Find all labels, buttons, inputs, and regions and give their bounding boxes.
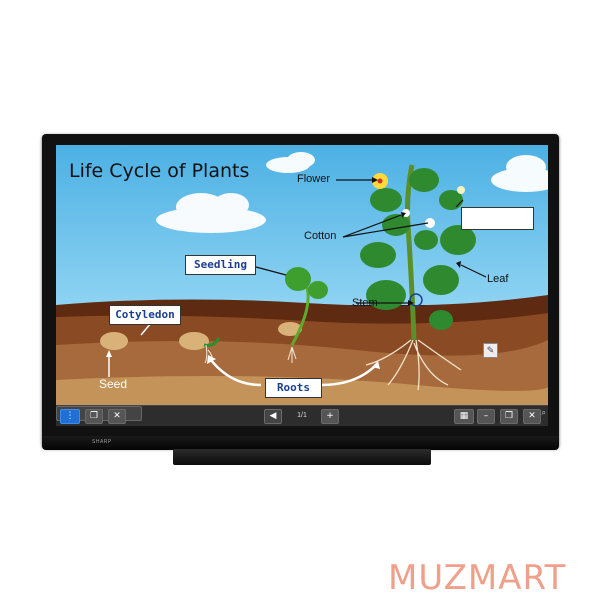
flower-label: Flower [297, 173, 331, 185]
cotton-boll [457, 186, 465, 194]
whiteboard-toolbar: ⋮ ❐ ✕ ⌕ ◀ 1/1 + ▦ – ❐ ✕ [56, 405, 548, 426]
restore-button[interactable]: ❐ [500, 409, 518, 424]
brand-logo: SHARP [92, 439, 112, 445]
label-arrows [255, 179, 487, 304]
roots-arrows [210, 359, 377, 387]
pen-tool-icon[interactable]: ✎ [483, 343, 498, 358]
tools-icon[interactable]: ✕ [108, 409, 126, 424]
menu-icon[interactable]: ⋮ [60, 409, 80, 424]
cotton-label: Cotton [304, 230, 337, 242]
seed-sprouting [179, 332, 209, 350]
seedling-cotyledon [278, 322, 302, 336]
slide-title: Life Cycle of Plants [69, 160, 250, 182]
plant-leaves [360, 168, 476, 330]
seed-arrow-head [106, 350, 112, 357]
seedling-stem [290, 284, 310, 346]
roots-callout[interactable]: Roots [265, 378, 322, 398]
display-mode-icon[interactable]: ▦ [454, 409, 474, 424]
arrow-head [207, 355, 216, 364]
answer-textbox[interactable] [461, 207, 534, 230]
cloud [266, 152, 315, 173]
previous-page-button[interactable]: ◀ [264, 409, 282, 424]
page-indicator: 1/1 [297, 412, 307, 419]
leaf-label: Leaf [487, 273, 509, 285]
arrow-heads [372, 177, 461, 306]
seedling-callout[interactable]: Seedling [185, 255, 256, 275]
close-button[interactable]: ✕ [523, 409, 541, 424]
plant-stem [405, 164, 417, 341]
pages-icon[interactable]: ❐ [85, 409, 103, 424]
seedling-leaf [308, 281, 328, 299]
monitor-bezel-bottom [42, 436, 559, 450]
cotton-boll [425, 218, 435, 228]
add-page-button[interactable]: + [321, 409, 339, 424]
stem-highlight [409, 293, 423, 307]
seed-label: Seed [99, 377, 128, 391]
seedling-roots [287, 346, 297, 363]
display-screen: Life Cycle of Plants Seedling Cotyledon … [56, 145, 548, 425]
seedling-leaf [285, 267, 311, 291]
plant-roots [365, 339, 462, 391]
seed [100, 332, 128, 350]
watermark: MUZMART [388, 558, 567, 598]
cloud [156, 193, 266, 233]
minimize-button[interactable]: – [477, 409, 495, 424]
stem-label: Stem [352, 297, 378, 309]
flower-center [377, 178, 383, 184]
arrow-head [372, 361, 380, 369]
cloud [491, 155, 548, 192]
cotyledon-arrow [140, 322, 152, 336]
cotyledon-callout[interactable]: Cotyledon [109, 305, 181, 325]
search-icon: ⌕ [541, 408, 546, 417]
monitor-stand [173, 449, 431, 465]
